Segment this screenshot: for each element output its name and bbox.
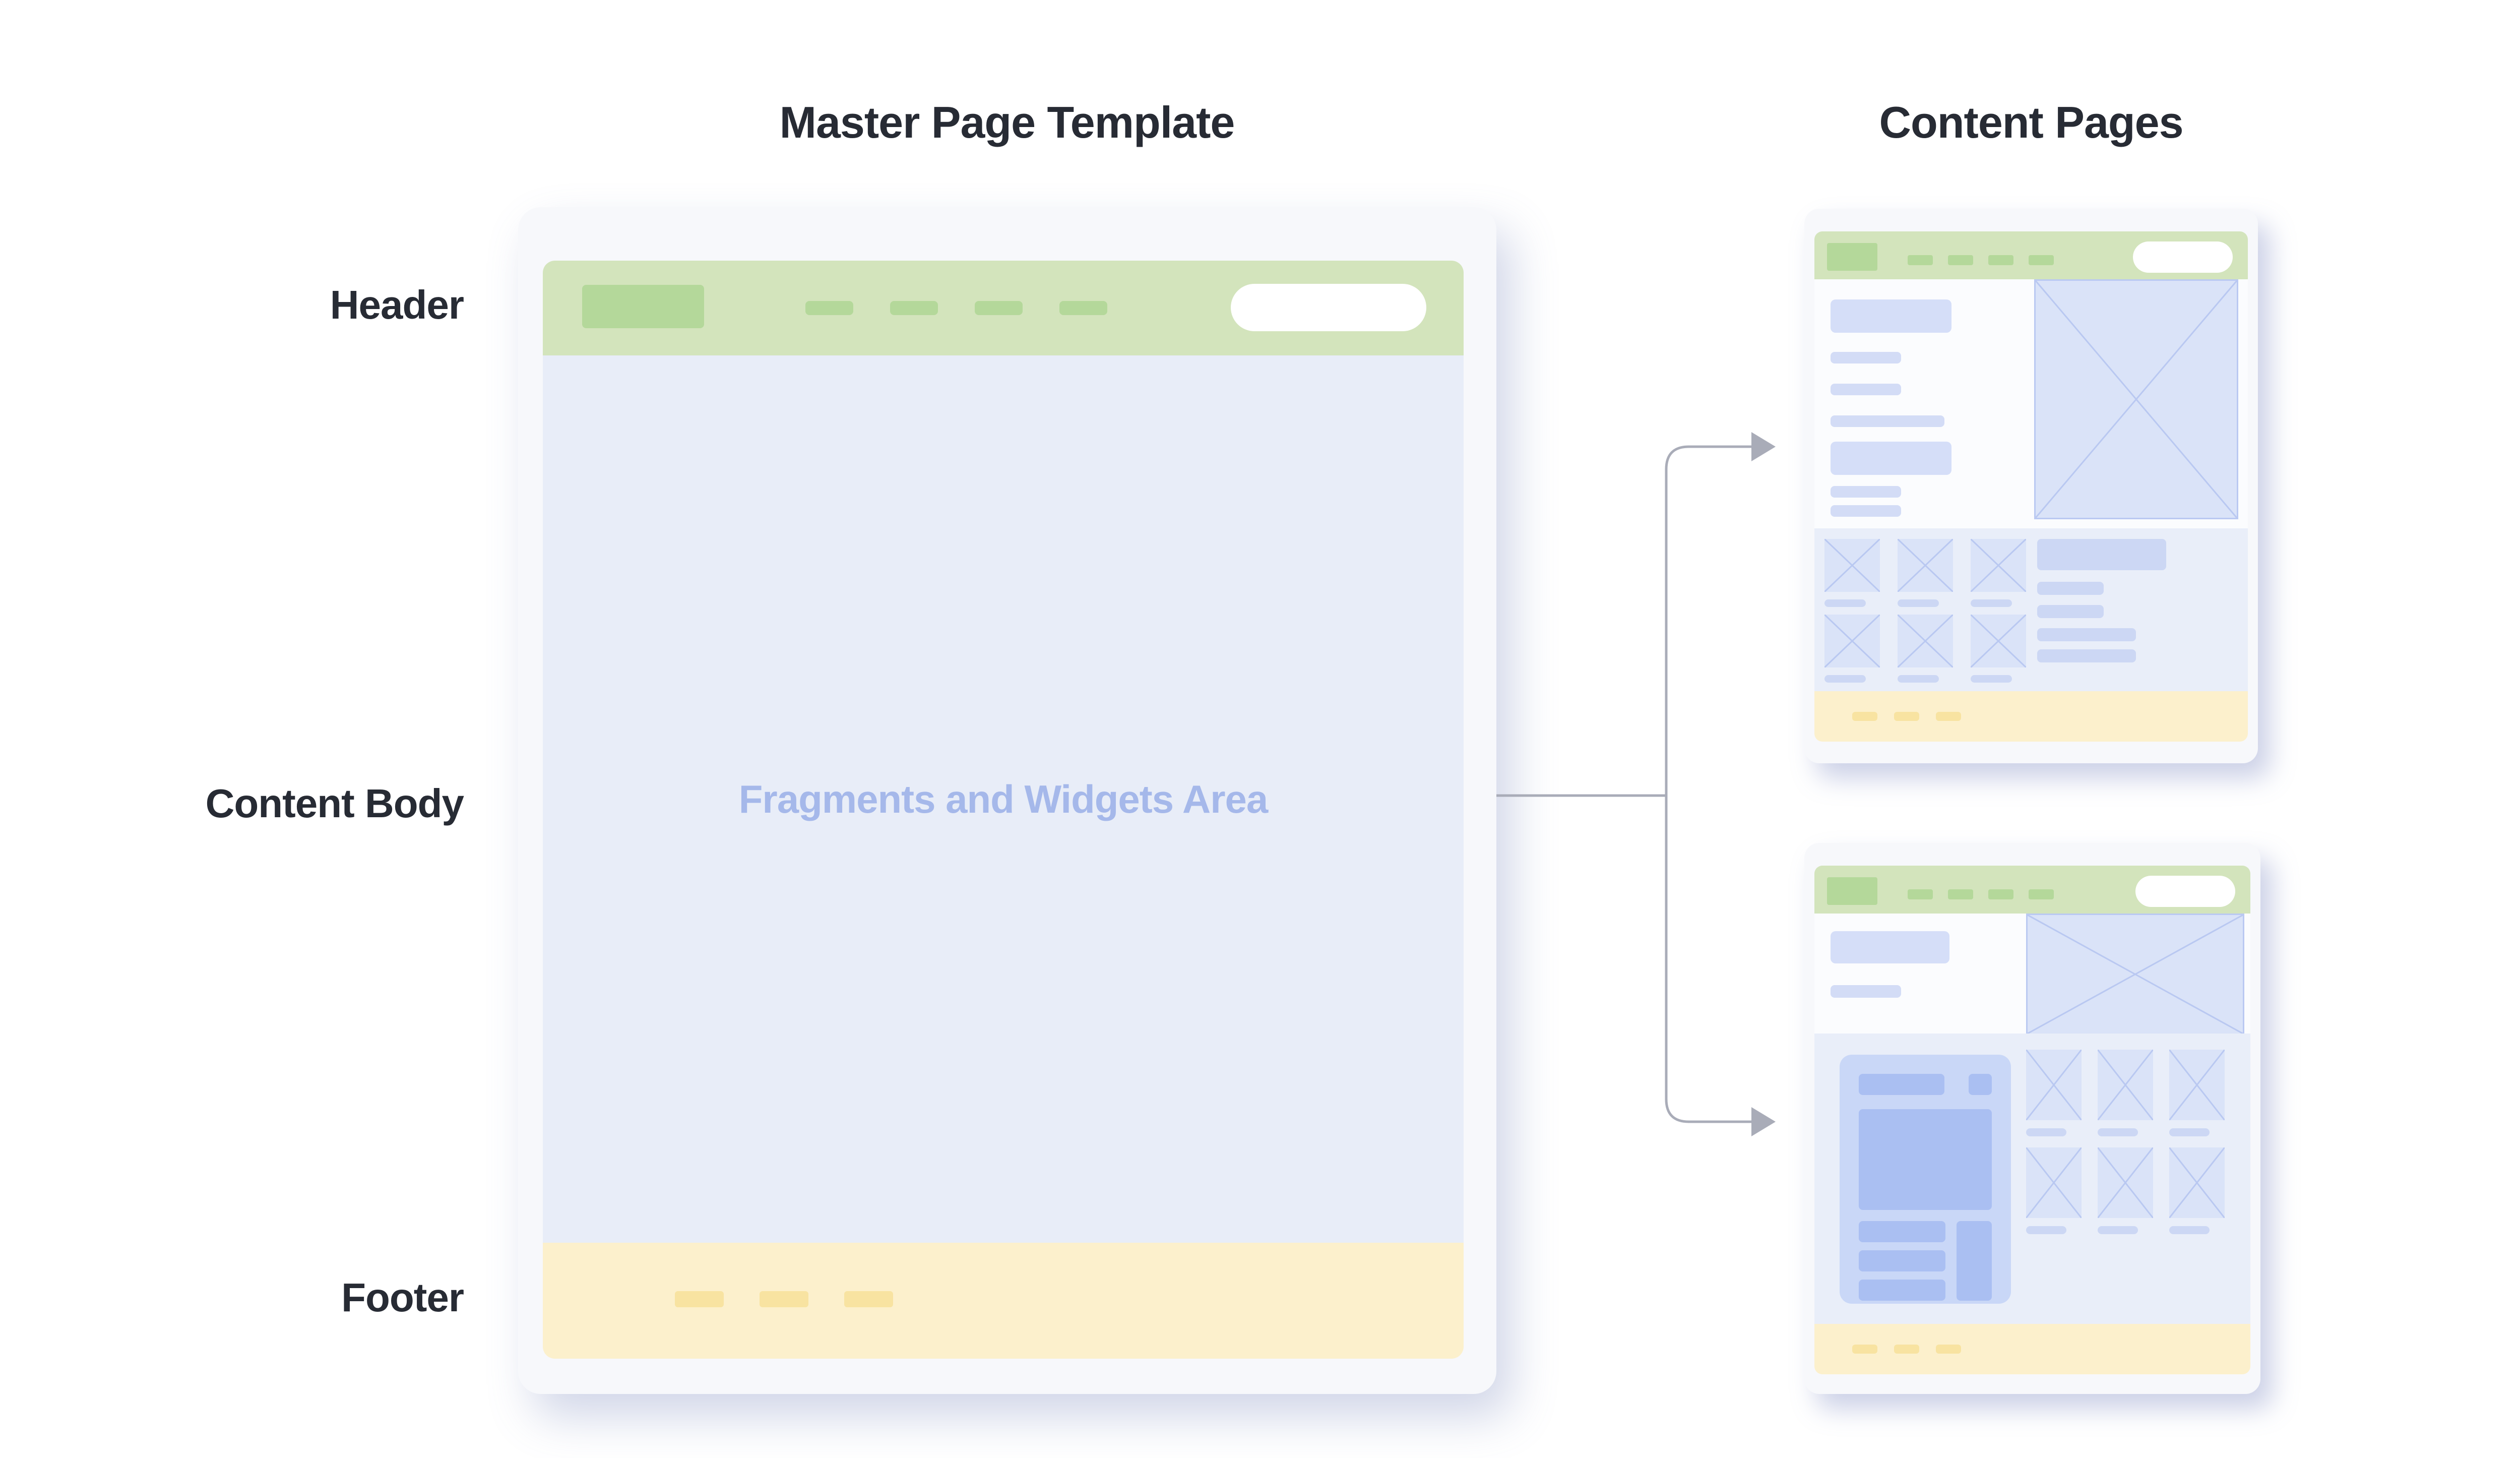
heading-block	[1831, 442, 1951, 475]
header-button-placeholder	[2133, 241, 2233, 273]
image-placeholder	[2169, 1147, 2225, 1218]
nav-item-dash	[1948, 889, 1973, 899]
content-area-placeholder-text: Fragments and Widgets Area	[738, 776, 1269, 821]
nav-item-dash	[1059, 301, 1107, 315]
connector-arrows	[1496, 432, 1776, 1136]
heading-block	[1859, 1074, 1944, 1095]
caption-line	[2098, 1128, 2138, 1136]
footer-link-dash	[1936, 712, 1961, 721]
caption-line	[2169, 1128, 2210, 1136]
arrowhead-icon	[1751, 1107, 1776, 1136]
master-footer-bar	[543, 1243, 1464, 1359]
master-header-bar	[543, 261, 1464, 355]
master-content-area: Fragments and Widgets Area	[543, 355, 1464, 1243]
small-block	[1969, 1074, 1992, 1095]
caption-line	[1898, 675, 1939, 683]
caption-line	[1971, 599, 2012, 607]
nav-item-dash	[975, 301, 1023, 315]
caption-line	[1971, 675, 2012, 683]
text-line	[1831, 384, 1901, 395]
text-line	[2037, 649, 2136, 662]
caption-line	[2026, 1226, 2066, 1234]
master-template-card: Fragments and Widgets Area	[518, 207, 1496, 1394]
footer-link-dash	[1894, 1345, 1919, 1354]
text-line	[1859, 1280, 1945, 1301]
heading-block	[2037, 539, 2166, 570]
nav-item-dash	[890, 301, 938, 315]
text-line	[1831, 486, 1901, 498]
caption-line	[2098, 1226, 2138, 1234]
image-placeholder	[2026, 914, 2244, 1035]
page1-header-bar	[1814, 231, 2248, 279]
header-button-placeholder	[2135, 876, 2235, 907]
page1-widgets-section	[1814, 528, 2248, 691]
master-section-title: Master Page Template	[779, 97, 1235, 147]
nav-item-dash	[2029, 889, 2054, 899]
page2-widgets-section	[1814, 1034, 2250, 1324]
image-placeholder	[1971, 615, 2026, 667]
image-placeholder	[2098, 1147, 2153, 1218]
footer-link-dash	[1852, 1345, 1877, 1354]
text-line	[1831, 985, 1901, 998]
side-block	[1957, 1221, 1992, 1301]
label-content-body: Content Body	[205, 781, 464, 826]
label-footer: Footer	[341, 1275, 464, 1320]
nav-item-dash	[1908, 255, 1933, 265]
image-placeholder	[2026, 1050, 2082, 1120]
content-page-card-2	[1804, 843, 2260, 1394]
nav-item-dash	[1908, 889, 1933, 899]
footer-link-dash	[844, 1291, 893, 1307]
logo-placeholder	[1827, 877, 1877, 905]
image-placeholder	[1898, 615, 1953, 667]
logo-placeholder	[582, 285, 704, 328]
text-line	[2037, 628, 2136, 641]
text-line	[1859, 1250, 1945, 1271]
nav-item-dash	[1988, 889, 2013, 899]
label-header: Header	[330, 282, 464, 327]
arrowhead-icon	[1751, 432, 1776, 461]
caption-line	[2026, 1128, 2066, 1136]
caption-line	[1824, 675, 1866, 683]
logo-placeholder	[1827, 243, 1877, 271]
feature-panel	[1840, 1055, 2011, 1304]
nav-item-dash	[1988, 255, 2013, 265]
nav-item-dash	[805, 301, 853, 315]
image-placeholder	[2026, 1147, 2082, 1218]
image-block	[1859, 1109, 1992, 1210]
caption-line	[1898, 599, 1939, 607]
image-placeholder	[2034, 279, 2238, 519]
page2-header-bar	[1814, 866, 2250, 914]
footer-link-dash	[1936, 1345, 1961, 1354]
text-line	[2037, 582, 2104, 595]
footer-link-dash	[675, 1291, 724, 1307]
image-placeholder	[1824, 539, 1880, 592]
header-button-placeholder	[1231, 284, 1426, 331]
text-line	[2037, 605, 2104, 618]
page2-footer-bar	[1814, 1324, 2250, 1374]
image-placeholder	[2098, 1050, 2153, 1120]
image-placeholder	[2169, 1050, 2225, 1120]
footer-link-dash	[760, 1291, 808, 1307]
image-placeholder	[1898, 539, 1953, 592]
text-line	[1859, 1221, 1945, 1242]
footer-link-dash	[1852, 712, 1877, 721]
page1-footer-bar	[1814, 691, 2248, 742]
content-section-title: Content Pages	[1879, 97, 2183, 147]
heading-block	[1831, 299, 1951, 333]
nav-item-dash	[1948, 255, 1973, 265]
content-page-card-1	[1804, 209, 2258, 763]
image-placeholder	[1824, 615, 1880, 667]
text-line	[1831, 352, 1901, 363]
caption-line	[2169, 1226, 2210, 1234]
text-line	[1831, 415, 1944, 427]
image-placeholder	[1971, 539, 2026, 592]
heading-block	[1831, 931, 1949, 963]
text-line	[1831, 505, 1901, 517]
caption-line	[1824, 599, 1866, 607]
footer-link-dash	[1894, 712, 1919, 721]
nav-item-dash	[2029, 255, 2054, 265]
